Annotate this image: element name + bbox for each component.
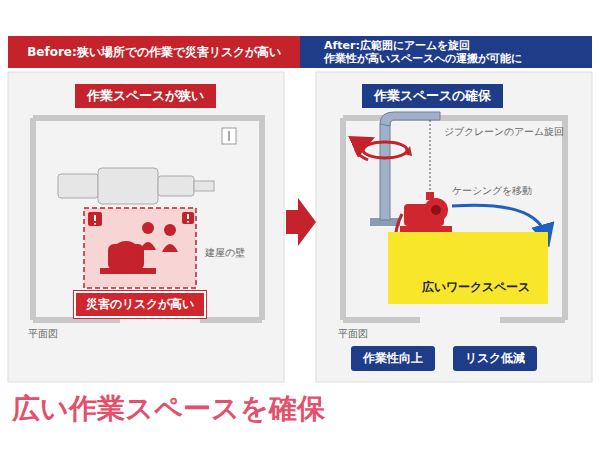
node-text: 広いワークスペース	[422, 279, 530, 296]
node-text: After:広範囲にアームを旋回 作業性が高いスペースへの運搬が可能に	[324, 39, 584, 65]
node-text: Before:狭い場所での作業で災害リスクが高い	[27, 44, 281, 61]
caption: 広い作業スペースを確保	[12, 390, 325, 428]
banner-after: After:広範囲にアームを旋回 作業性が高いスペースへの運搬が可能に	[300, 36, 592, 68]
move-label: ケーシングを移動	[452, 184, 532, 198]
node-text: 作業スペースが狭い	[87, 87, 204, 105]
heading-tag: 作業スペースが狭い	[75, 84, 216, 108]
node-text: 作業スペースの確保	[374, 87, 491, 105]
motion-arrow	[356, 142, 368, 160]
node-text: 災害のリスクが高い	[86, 296, 194, 313]
plan-label: 平面図	[338, 327, 368, 341]
benefit-box: リスク低減	[453, 346, 537, 371]
crane-label: ジブクレーンのアーム旋回	[444, 125, 564, 139]
heading-tag: 作業スペースの確保	[362, 84, 503, 108]
plan-label: 平面図	[28, 327, 58, 341]
wall-label: 建屋の壁	[205, 246, 245, 260]
node-text: リスク低減	[465, 350, 525, 367]
risk-box: 災害のリスクが高い	[74, 291, 206, 318]
banner-before: Before:狭い場所での作業で災害リスクが高い	[8, 36, 300, 68]
benefit-box: 作業性向上	[351, 346, 435, 371]
node-text: 作業性向上	[363, 350, 423, 367]
workspace-area: 広いワークスペース	[388, 232, 548, 304]
